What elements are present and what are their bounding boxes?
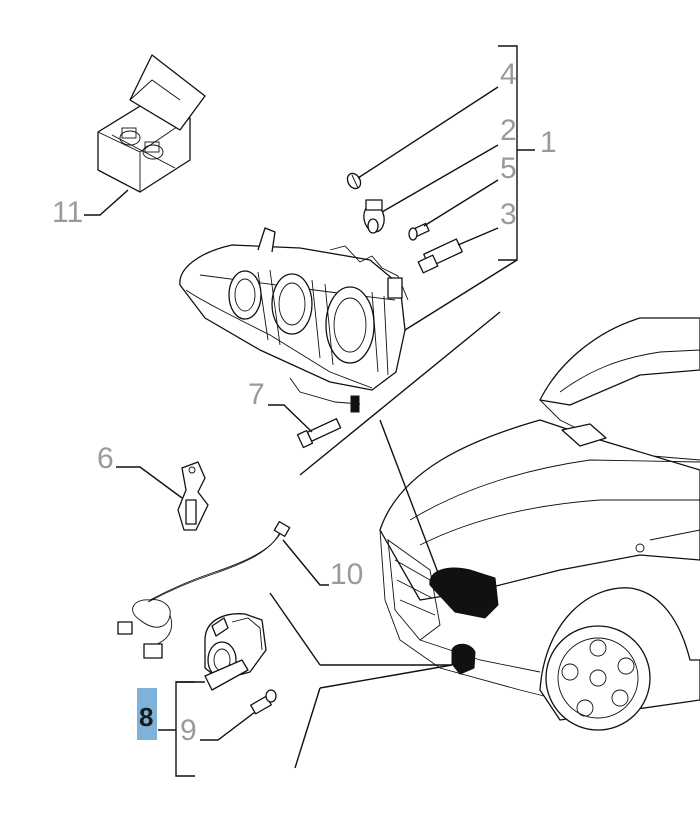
callout-label-8[interactable]: 8: [139, 702, 153, 732]
fog-lamp[interactable]: [204, 613, 267, 691]
bulb-side[interactable]: [408, 222, 430, 241]
callout-8-highlight: [137, 688, 157, 740]
callout-label-7[interactable]: 7: [248, 378, 265, 411]
connector-bracket[interactable]: [177, 461, 209, 531]
headlamp-assembly[interactable]: [179, 227, 409, 413]
callout-label-6[interactable]: 6: [97, 442, 114, 475]
callout-label-2[interactable]: 2: [500, 114, 517, 147]
bulb-small[interactable]: [345, 171, 363, 191]
callout-label-9[interactable]: 9: [180, 714, 197, 747]
callout-label-3[interactable]: 3: [500, 198, 517, 231]
car-body: [379, 317, 700, 731]
bulb-main[interactable]: [362, 199, 387, 234]
callout-label-10[interactable]: 10: [330, 558, 363, 591]
bulb-long[interactable]: [417, 238, 463, 274]
callout-label-4[interactable]: 4: [500, 58, 517, 91]
bolt[interactable]: [296, 418, 342, 449]
bulb-kit-box[interactable]: [97, 54, 206, 193]
callout-label-11[interactable]: 11: [52, 196, 83, 229]
callout-label-1[interactable]: 1: [540, 126, 557, 159]
leader-lines: [84, 45, 535, 777]
fog-bulb[interactable]: [250, 689, 277, 715]
wiring-harness[interactable]: [117, 521, 291, 659]
callout-label-5[interactable]: 5: [500, 152, 517, 185]
